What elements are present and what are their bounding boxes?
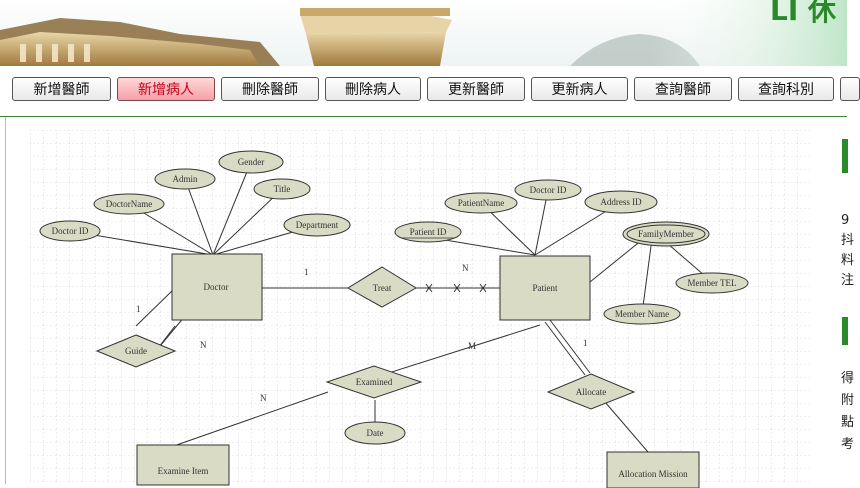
delete-doctor-button[interactable]: 刪除醫師	[221, 77, 319, 101]
er-attr-date: Date	[367, 428, 384, 438]
er-card-guide-top: 1	[136, 304, 141, 314]
er-attr-member-name: Member Name	[615, 309, 669, 319]
er-attr-admin: Admin	[172, 174, 198, 184]
er-relationship-treat-diamond	[347, 266, 417, 308]
content-left-border	[5, 117, 6, 484]
more-button-partial[interactable]	[840, 77, 860, 101]
side-heading-bar-1	[842, 139, 848, 173]
nav-toolbar: 新增醫師 新增病人 刪除醫師 刪除病人 更新醫師 更新病人 查詢醫師 查詢科別	[0, 77, 860, 103]
query-department-button[interactable]: 查詢科別	[738, 77, 834, 101]
side-text-line: 注	[841, 273, 855, 288]
nav-divider	[0, 116, 847, 117]
er-relationship-guide: Guide	[125, 346, 147, 356]
er-card-treat-patient: N	[462, 263, 469, 273]
er-attr-patient-id-ellipse	[394, 221, 462, 243]
side-text-line: 料	[841, 253, 855, 268]
er-attr-department-ellipse	[283, 213, 351, 237]
er-attr-date-ellipse	[344, 421, 406, 445]
er-attr-doctor-id-ellipse	[39, 220, 101, 242]
er-relationship-examined-diamond	[325, 365, 423, 399]
er-entity-examine-item-box	[136, 444, 230, 486]
er-entity-patient-box	[499, 255, 591, 321]
update-patient-button[interactable]: 更新病人	[531, 77, 628, 101]
er-relationship-allocate-diamond	[546, 373, 636, 410]
side-text-line: 考	[841, 437, 855, 452]
er-attr-gender-ellipse	[218, 150, 284, 174]
er-entity-allocation-mission: Allocation Mission	[618, 469, 688, 479]
er-attr-member-tel-ellipse	[675, 272, 749, 294]
er-attr-family-member: FamilyMember	[638, 229, 694, 239]
er-relationship-allocate: Allocate	[576, 387, 607, 397]
er-entity-doctor-box	[171, 253, 263, 321]
query-doctor-button[interactable]: 查詢醫師	[634, 77, 732, 101]
update-doctor-button[interactable]: 更新醫師	[427, 77, 525, 101]
er-attr-doctor-name-ellipse	[93, 193, 165, 215]
side-text-line: 附	[841, 393, 855, 408]
er-attr-title-ellipse	[253, 178, 311, 200]
er-card-guide-bottom: N	[200, 340, 207, 350]
side-text-line: 點	[841, 415, 855, 430]
er-card-allocate-patient: 1	[583, 338, 588, 348]
er-card-examined-patient: M	[468, 341, 476, 351]
add-doctor-button[interactable]: 新增醫師	[12, 77, 111, 101]
er-attr-address-id: Address ID	[600, 197, 642, 207]
er-relationship-treat: Treat	[373, 283, 392, 293]
er-card-treat-doctor: 1	[304, 267, 309, 277]
er-entity-examine-item: Examine Item	[158, 466, 209, 476]
side-panel-cropped: 9 抖 料 注 得 附 點 考	[828, 117, 854, 484]
er-diagram-svg: Doctor Patient Examine Item Allocation M…	[30, 130, 810, 488]
side-heading-bar-2	[842, 317, 848, 345]
er-attr-patient-id: Patient ID	[410, 227, 447, 237]
er-card-examined-item: N	[260, 393, 267, 403]
er-attr-member-name-ellipse	[603, 303, 681, 325]
side-text-line: 9	[841, 213, 850, 228]
er-attr-title: Title	[274, 184, 291, 194]
er-attr-doctor-id-fk-ellipse	[514, 179, 582, 201]
er-attr-department: Department	[296, 220, 339, 230]
er-attr-family-member-ellipse	[622, 221, 710, 247]
er-entity-patient: Patient	[533, 283, 558, 293]
header-banner: LI 休	[0, 0, 847, 66]
er-attr-admin-ellipse	[154, 168, 216, 190]
er-attr-doctor-name: DoctorName	[106, 199, 152, 209]
er-attr-member-tel: Member TEL	[687, 278, 736, 288]
er-relationship-examined: Examined	[356, 377, 393, 387]
add-patient-button[interactable]: 新增病人	[117, 77, 215, 101]
banner-image: LI 休	[0, 0, 847, 66]
side-text-line: 得	[841, 371, 855, 386]
er-diagram: Doctor Patient Examine Item Allocation M…	[30, 130, 810, 488]
er-attr-doctor-id-fk: Doctor ID	[530, 185, 567, 195]
er-entity-doctor: Doctor	[204, 282, 229, 292]
er-attr-patient-name-ellipse	[444, 192, 518, 214]
er-entity-allocation-box	[606, 451, 700, 488]
er-attr-address-id-ellipse	[584, 190, 658, 214]
delete-patient-button[interactable]: 刪除病人	[325, 77, 421, 101]
side-text-line: 抖	[841, 233, 855, 248]
er-attr-patient-name: PatientName	[458, 198, 505, 208]
banner-title: LI 休	[770, 0, 837, 27]
er-relationship-guide-diamond	[95, 334, 177, 368]
er-attr-gender: Gender	[238, 157, 265, 167]
er-attr-doctor-id: Doctor ID	[52, 226, 89, 236]
